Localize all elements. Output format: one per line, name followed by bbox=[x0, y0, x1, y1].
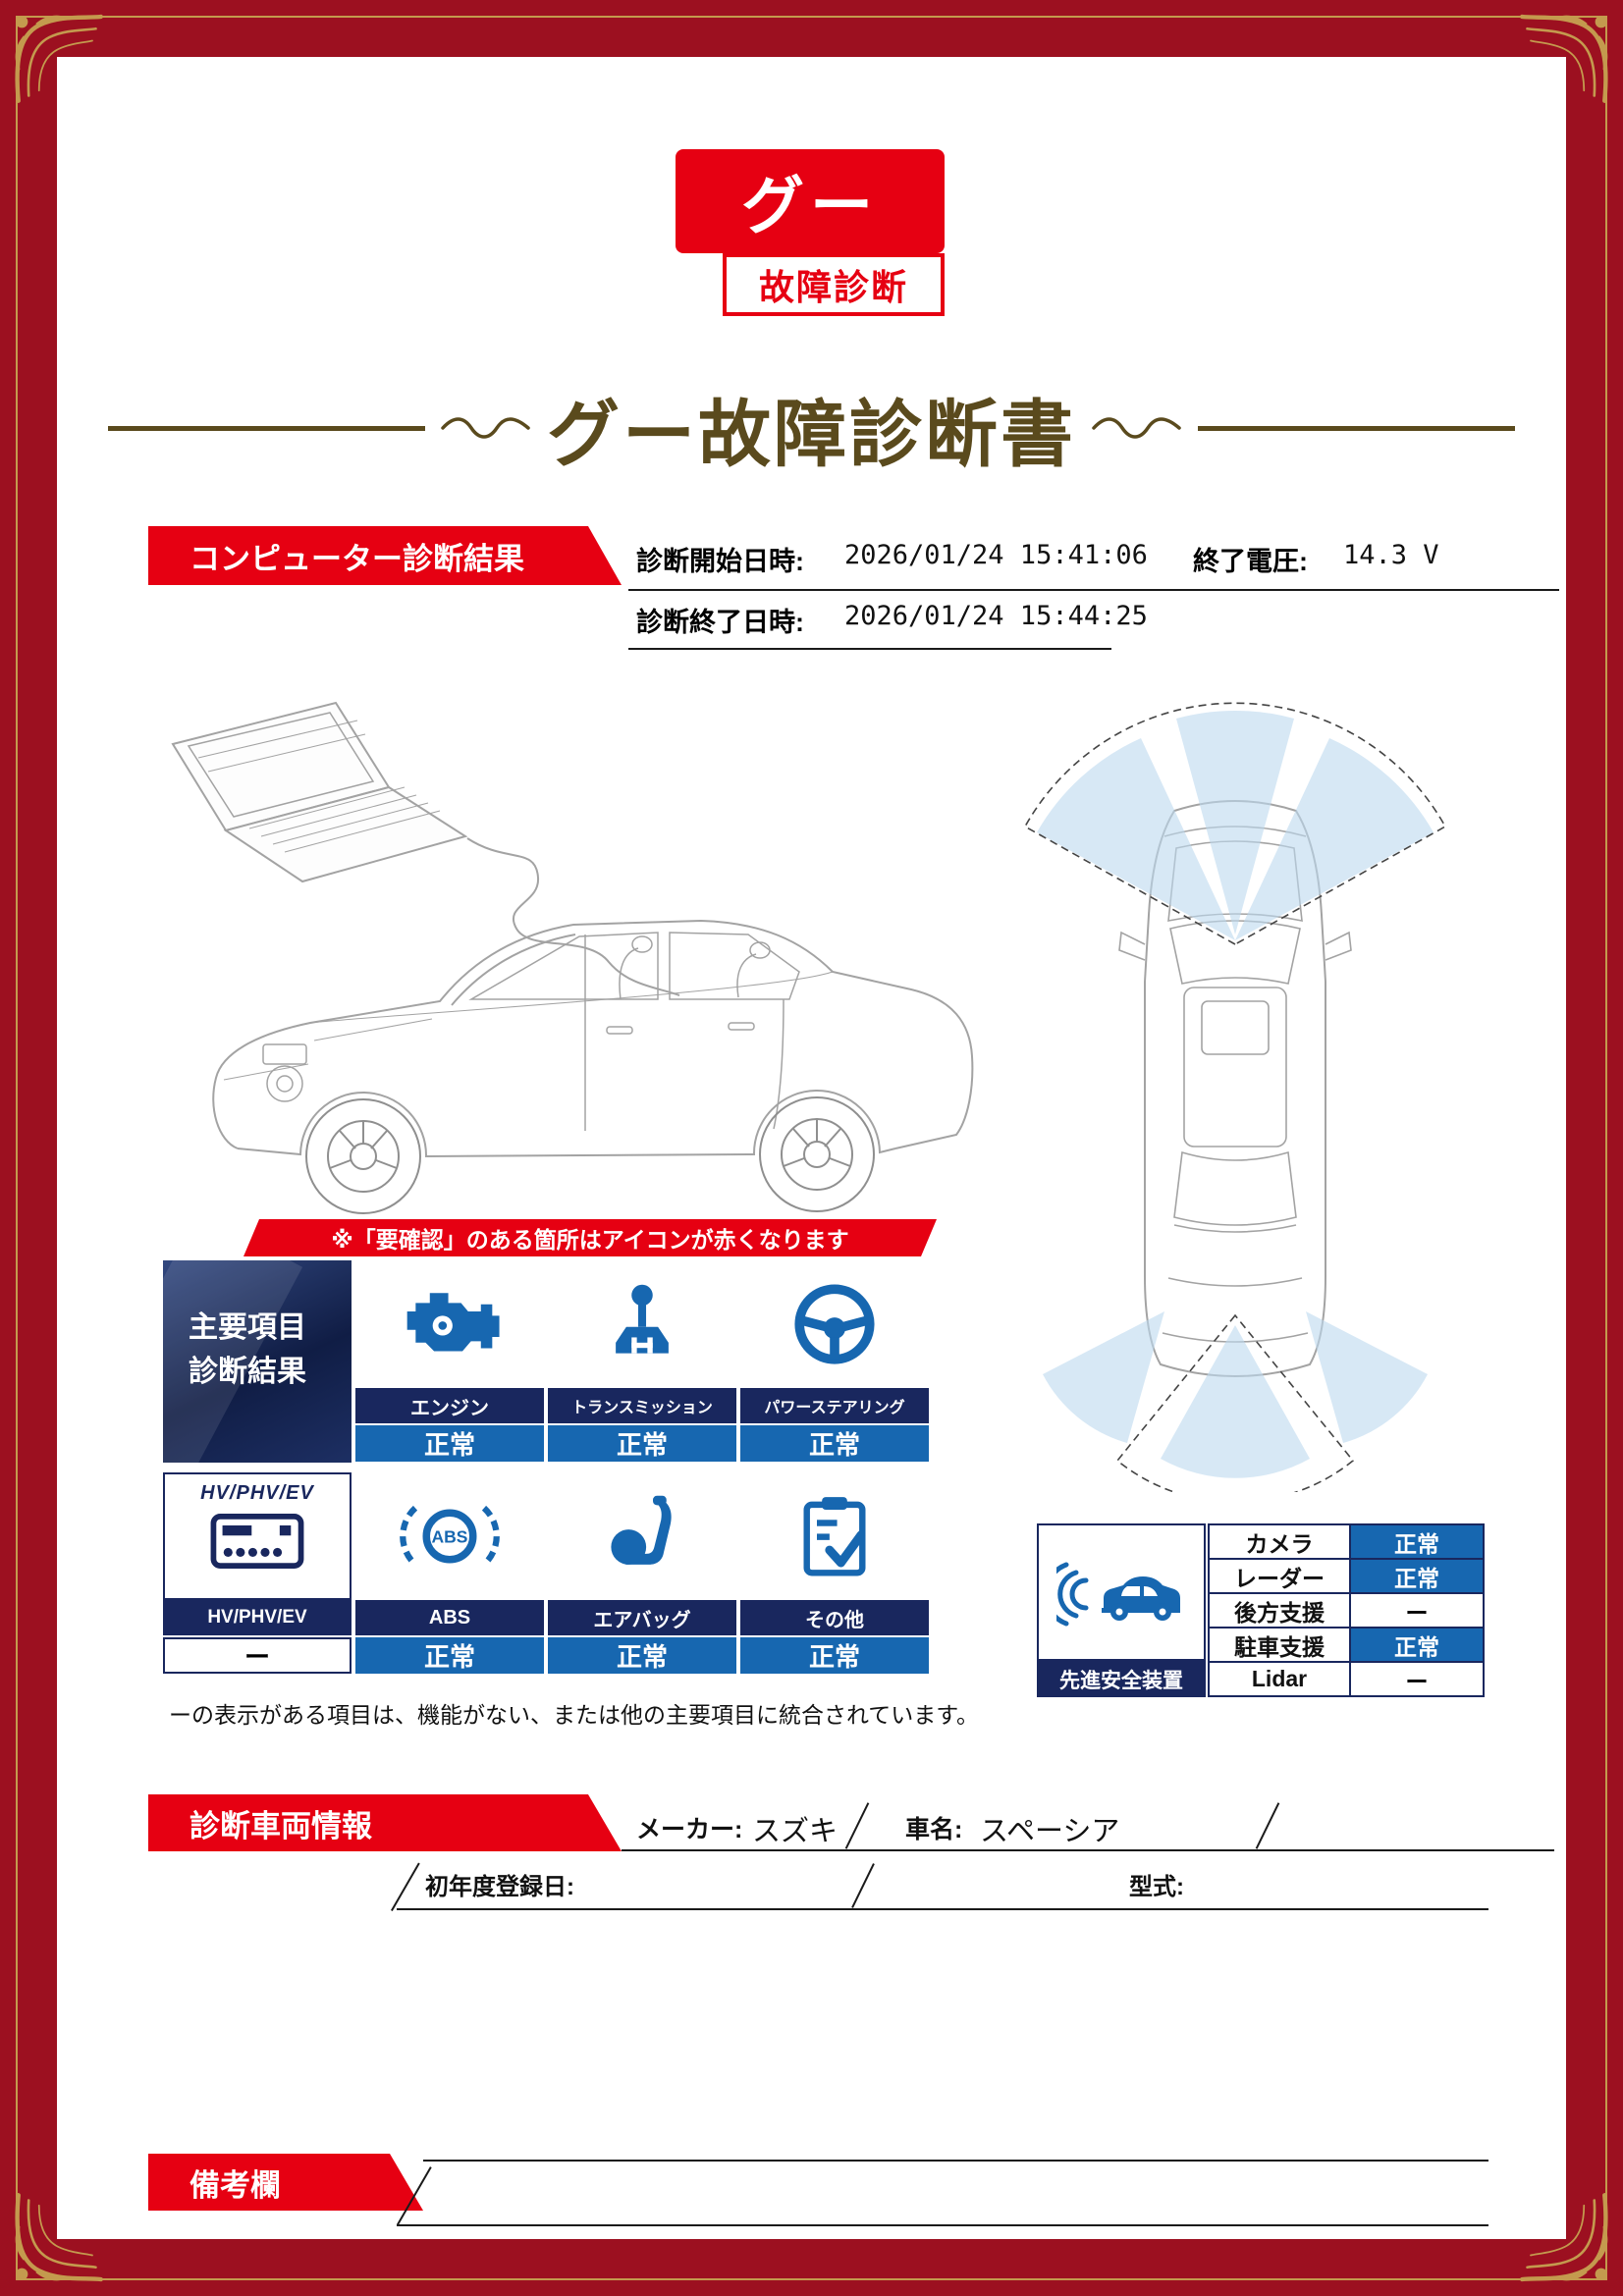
safety-row-status: 正常 bbox=[1351, 1560, 1483, 1592]
end-voltage-value: 14.3 V bbox=[1343, 540, 1439, 570]
power-steering-icon bbox=[740, 1260, 929, 1388]
report-title-row: グー故障診断書 bbox=[108, 385, 1515, 475]
section-vehicle-info-ribbon: 診断車両情報 bbox=[148, 1794, 622, 1851]
car-name-value: スペーシア bbox=[980, 1816, 1120, 1847]
remarks-bottom-line bbox=[397, 2224, 1488, 2226]
title-rule-right bbox=[1198, 425, 1515, 431]
airbag-icon bbox=[548, 1472, 736, 1600]
brand-logo-text: グー bbox=[741, 171, 879, 241]
section-title: 備考欄 bbox=[189, 2167, 281, 2203]
end-datetime-label: 診断終了日時: bbox=[636, 608, 804, 637]
title-flourish-left-icon bbox=[441, 417, 530, 439]
diagnosis-cell-other: その他 正常 bbox=[740, 1472, 929, 1674]
diagnosis-item-status: 正常 bbox=[548, 1425, 736, 1462]
safety-row-status: 正常 bbox=[1351, 1629, 1483, 1661]
diagnosis-item-label: エンジン bbox=[355, 1388, 544, 1423]
diagnosis-cell-transmission: トランスミッション 正常 bbox=[548, 1260, 736, 1462]
safety-devices-table: カメラ 正常 レーダー 正常 後方支援 ー 駐車支援 正常 Lidar ー bbox=[1208, 1523, 1485, 1697]
diagnosis-item-label: HV/PHV/EV bbox=[163, 1600, 352, 1635]
diagnosis-cell-airbag: エアバッグ 正常 bbox=[548, 1472, 736, 1674]
diagnosis-item-status: 正常 bbox=[355, 1425, 544, 1462]
safety-row-status: 正常 bbox=[1351, 1525, 1483, 1558]
main-items-result-box: 主要項目 診断結果 bbox=[163, 1260, 352, 1463]
end-voltage-label: 終了電圧: bbox=[1193, 547, 1308, 576]
registration-date-label: 初年度登録日: bbox=[425, 1874, 574, 1900]
hv-phv-ev-icon: HV/PHV/EV bbox=[163, 1472, 352, 1600]
diagnosis-item-label: その他 bbox=[740, 1600, 929, 1635]
hv-header-text: HV/PHV/EV bbox=[200, 1482, 314, 1504]
diagnosis-item-status: ー bbox=[163, 1637, 352, 1674]
checklist-icon bbox=[740, 1472, 929, 1600]
diagnosis-info-underline bbox=[628, 648, 1111, 650]
safety-row-label: カメラ bbox=[1210, 1525, 1349, 1558]
main-box-line2: 診断結果 bbox=[189, 1356, 306, 1388]
diagnosis-item-label: ABS bbox=[355, 1600, 544, 1635]
section-remarks-ribbon: 備考欄 bbox=[148, 2154, 423, 2211]
diagnostic-car-illustration bbox=[171, 701, 974, 1214]
remarks-top-line bbox=[423, 2160, 1488, 2162]
diagnosis-item-status: 正常 bbox=[740, 1637, 929, 1674]
diagnosis-info-divider bbox=[628, 589, 1559, 591]
diagnosis-cell-hv-phv-ev: HV/PHV/EV HV/PHV/EV ー bbox=[163, 1472, 352, 1674]
transmission-icon bbox=[548, 1260, 736, 1388]
title-flourish-right-icon bbox=[1092, 417, 1181, 439]
safety-row-label: 後方支援 bbox=[1210, 1594, 1349, 1627]
diagnosis-cell-abs: ABS ABS 正常 bbox=[355, 1472, 544, 1674]
title-rule-left bbox=[108, 425, 425, 431]
diagnosis-item-status: 正常 bbox=[548, 1637, 736, 1674]
model-code-label: 型式: bbox=[1129, 1874, 1184, 1900]
safety-car-icon bbox=[1056, 1562, 1180, 1627]
safety-car-icon-box bbox=[1037, 1523, 1206, 1661]
diagnosis-cell-power-steering: パワーステアリング 正常 bbox=[740, 1260, 929, 1462]
safety-row-status: ー bbox=[1351, 1663, 1483, 1695]
brand-caption-text: 故障診断 bbox=[758, 267, 908, 307]
maker-value: スズキ bbox=[752, 1816, 839, 1847]
brand-logo: グー bbox=[676, 149, 945, 253]
safety-row-label: 駐車支援 bbox=[1210, 1629, 1349, 1661]
dash-footnote: ーの表示がある項目は、機能がない、または他の主要項目に統合されています。 bbox=[169, 1702, 980, 1728]
section-title: コンピューター診断結果 bbox=[189, 541, 524, 576]
diagnosis-item-label: トランスミッション bbox=[548, 1388, 736, 1423]
safety-row-label: Lidar bbox=[1210, 1663, 1349, 1695]
vehicle-row-underline bbox=[397, 1908, 1488, 1910]
car-name-label: 車名: bbox=[905, 1816, 963, 1843]
diagnosis-cell-engine: エンジン 正常 bbox=[355, 1260, 544, 1462]
start-datetime-label: 診断開始日時: bbox=[636, 547, 804, 576]
abs-icon: ABS bbox=[355, 1472, 544, 1600]
sensor-coverage-illustration bbox=[1023, 702, 1447, 1492]
maker-label: メーカー: bbox=[636, 1816, 743, 1843]
section-computer-diagnosis-ribbon: コンピューター診断結果 bbox=[148, 526, 622, 585]
end-datetime-value: 2026/01/24 15:44:25 bbox=[844, 601, 1148, 631]
safety-panel-title: 先進安全装置 bbox=[1037, 1661, 1206, 1697]
main-box-line1: 主要項目 bbox=[189, 1311, 306, 1344]
svg-text:ABS: ABS bbox=[432, 1526, 468, 1546]
notice-text: ※「要確認」のある箇所はアイコンが赤くなります bbox=[331, 1227, 849, 1253]
vehicle-row-divider bbox=[622, 1849, 1554, 1851]
page-title: グー故障診断書 bbox=[547, 393, 1076, 475]
section-title: 診断車両情報 bbox=[189, 1808, 372, 1843]
red-highlight-notice: ※「要確認」のある箇所はアイコンが赤くなります bbox=[243, 1219, 937, 1256]
safety-row-status: ー bbox=[1351, 1594, 1483, 1627]
diagnosis-item-label: エアバッグ bbox=[548, 1600, 736, 1635]
diagnosis-item-status: 正常 bbox=[740, 1425, 929, 1462]
safety-row-label: レーダー bbox=[1210, 1560, 1349, 1592]
start-datetime-value: 2026/01/24 15:41:06 bbox=[844, 540, 1148, 570]
engine-icon bbox=[355, 1260, 544, 1388]
brand-logo-caption: 故障診断 bbox=[723, 253, 945, 316]
diagnosis-item-status: 正常 bbox=[355, 1637, 544, 1674]
diagnosis-item-label: パワーステアリング bbox=[740, 1388, 929, 1423]
